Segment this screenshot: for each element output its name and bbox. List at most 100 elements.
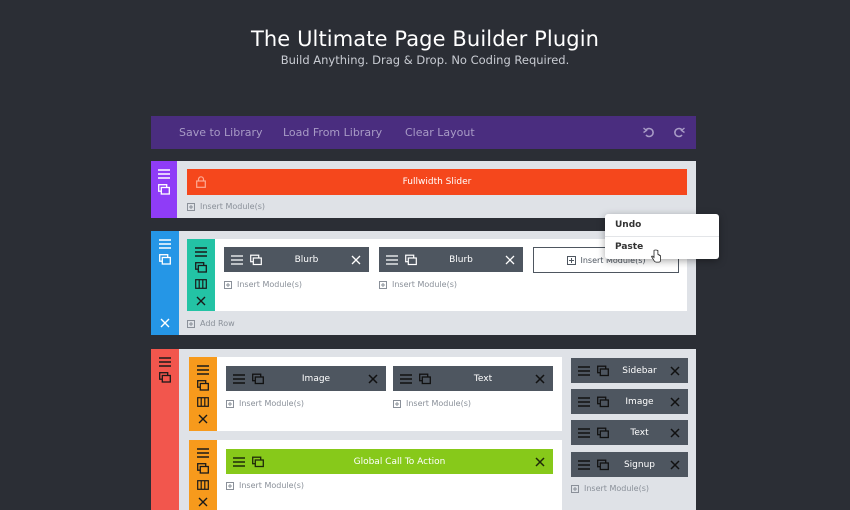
- section-handle[interactable]: [151, 161, 177, 218]
- drag-handle-icon[interactable]: [578, 365, 590, 377]
- module-label: Blurb: [449, 254, 473, 265]
- module-label: Blurb: [294, 254, 319, 265]
- context-menu-paste[interactable]: Paste: [615, 242, 644, 252]
- duplicate-icon[interactable]: [252, 456, 264, 468]
- module-label: Image: [301, 373, 331, 384]
- duplicate-icon[interactable]: [419, 373, 431, 385]
- close-icon[interactable]: [670, 396, 680, 407]
- close-icon[interactable]: [198, 497, 208, 507]
- close-icon[interactable]: [670, 365, 680, 376]
- duplicate-icon[interactable]: [597, 396, 609, 408]
- section-fullwidth: Fullwidth Slider Insert Module(s): [151, 161, 696, 218]
- plus-icon: [187, 319, 195, 328]
- drag-handle-icon[interactable]: [233, 456, 245, 468]
- blurb-module[interactable]: Blurb: [224, 247, 369, 272]
- lock-icon[interactable]: [196, 176, 206, 188]
- close-icon[interactable]: [368, 373, 378, 384]
- context-menu: Undo Paste: [605, 214, 719, 263]
- save-to-library-button[interactable]: Save to Library: [179, 126, 263, 139]
- columns-icon[interactable]: [197, 397, 209, 407]
- drag-handle-icon[interactable]: [233, 373, 245, 385]
- drag-handle-icon[interactable]: [197, 365, 209, 375]
- drag-handle-icon[interactable]: [578, 459, 590, 471]
- row: Image Insert Module(s) Text Insert Modul…: [189, 357, 562, 431]
- drag-handle-icon[interactable]: [231, 254, 243, 266]
- close-icon[interactable]: [351, 255, 361, 265]
- plus-icon: [571, 484, 579, 493]
- row: Global Call To Action Insert Module(s): [189, 440, 562, 510]
- duplicate-icon[interactable]: [158, 184, 170, 195]
- fullwidth-slider-module[interactable]: Fullwidth Slider: [187, 169, 687, 195]
- section-handle[interactable]: [151, 349, 179, 510]
- drag-handle-icon[interactable]: [195, 247, 207, 257]
- module-label: Text: [473, 373, 493, 384]
- close-icon[interactable]: [670, 427, 680, 438]
- page-subtitle: Build Anything. Drag & Drop. No Coding R…: [280, 53, 570, 67]
- section-specialty: Image Insert Module(s) Text Insert Modul…: [151, 349, 696, 510]
- insert-module-button[interactable]: Insert Module(s): [571, 484, 649, 493]
- section-handle[interactable]: [151, 231, 179, 335]
- duplicate-icon[interactable]: [252, 373, 264, 385]
- drag-handle-icon[interactable]: [159, 357, 171, 367]
- insert-module-button[interactable]: Insert Module(s): [226, 399, 304, 408]
- drag-handle-icon[interactable]: [197, 448, 209, 458]
- module-label: Signup: [623, 459, 656, 470]
- duplicate-icon[interactable]: [405, 254, 417, 266]
- duplicate-icon[interactable]: [197, 380, 209, 391]
- sidebar-module[interactable]: Sidebar: [571, 358, 688, 383]
- duplicate-icon[interactable]: [195, 262, 207, 273]
- duplicate-icon[interactable]: [597, 365, 609, 377]
- plus-icon: [226, 399, 234, 408]
- duplicate-icon[interactable]: [250, 254, 262, 266]
- text-module[interactable]: Text: [393, 366, 553, 391]
- duplicate-icon[interactable]: [159, 372, 171, 383]
- signup-module[interactable]: Signup: [571, 452, 688, 477]
- image-module[interactable]: Image: [226, 366, 386, 391]
- drag-handle-icon[interactable]: [400, 373, 412, 385]
- plus-icon: [187, 202, 195, 211]
- duplicate-icon[interactable]: [597, 459, 609, 471]
- blurb-module[interactable]: Blurb: [379, 247, 523, 272]
- redo-icon[interactable]: [672, 125, 686, 139]
- global-call-to-action-module[interactable]: Global Call To Action: [226, 449, 553, 474]
- close-icon[interactable]: [505, 255, 515, 265]
- close-icon[interactable]: [535, 456, 545, 467]
- text-module[interactable]: Text: [571, 420, 688, 445]
- columns-icon[interactable]: [195, 279, 207, 289]
- drag-handle-icon[interactable]: [158, 169, 170, 179]
- insert-module-button[interactable]: Insert Module(s): [226, 481, 304, 490]
- drag-handle-icon[interactable]: [578, 427, 590, 439]
- row-handle[interactable]: [189, 440, 217, 510]
- clear-layout-button[interactable]: Clear Layout: [405, 126, 475, 139]
- row: Blurb Insert Module(s) Blurb Insert Modu…: [187, 239, 687, 311]
- page-title: The Ultimate Page Builder Plugin: [250, 27, 600, 51]
- module-label: Global Call To Action: [353, 456, 446, 467]
- close-icon[interactable]: [196, 296, 206, 306]
- plus-icon: [393, 399, 401, 408]
- drag-handle-icon[interactable]: [386, 254, 398, 266]
- insert-module-button[interactable]: Insert Module(s): [393, 399, 471, 408]
- plus-icon: [224, 280, 232, 289]
- close-icon[interactable]: [670, 459, 680, 470]
- undo-icon[interactable]: [642, 125, 656, 139]
- load-from-library-button[interactable]: Load From Library: [283, 126, 383, 139]
- columns-icon[interactable]: [197, 480, 209, 490]
- add-row-button[interactable]: Add Row: [187, 319, 235, 328]
- close-icon[interactable]: [160, 318, 170, 328]
- row-handle[interactable]: [189, 357, 217, 431]
- close-icon[interactable]: [198, 414, 208, 424]
- drag-handle-icon[interactable]: [578, 396, 590, 408]
- duplicate-icon[interactable]: [597, 427, 609, 439]
- duplicate-icon[interactable]: [197, 463, 209, 474]
- row-handle[interactable]: [187, 239, 215, 311]
- module-label: Fullwidth Slider: [402, 177, 472, 187]
- plus-icon: [226, 481, 234, 490]
- close-icon[interactable]: [535, 373, 545, 384]
- insert-module-button[interactable]: Insert Module(s): [379, 280, 457, 289]
- insert-module-button[interactable]: Insert Module(s): [224, 280, 302, 289]
- context-menu-undo[interactable]: Undo: [615, 220, 642, 230]
- insert-module-button[interactable]: Insert Module(s): [187, 202, 265, 211]
- drag-handle-icon[interactable]: [159, 239, 171, 249]
- duplicate-icon[interactable]: [159, 254, 171, 265]
- image-module[interactable]: Image: [571, 389, 688, 414]
